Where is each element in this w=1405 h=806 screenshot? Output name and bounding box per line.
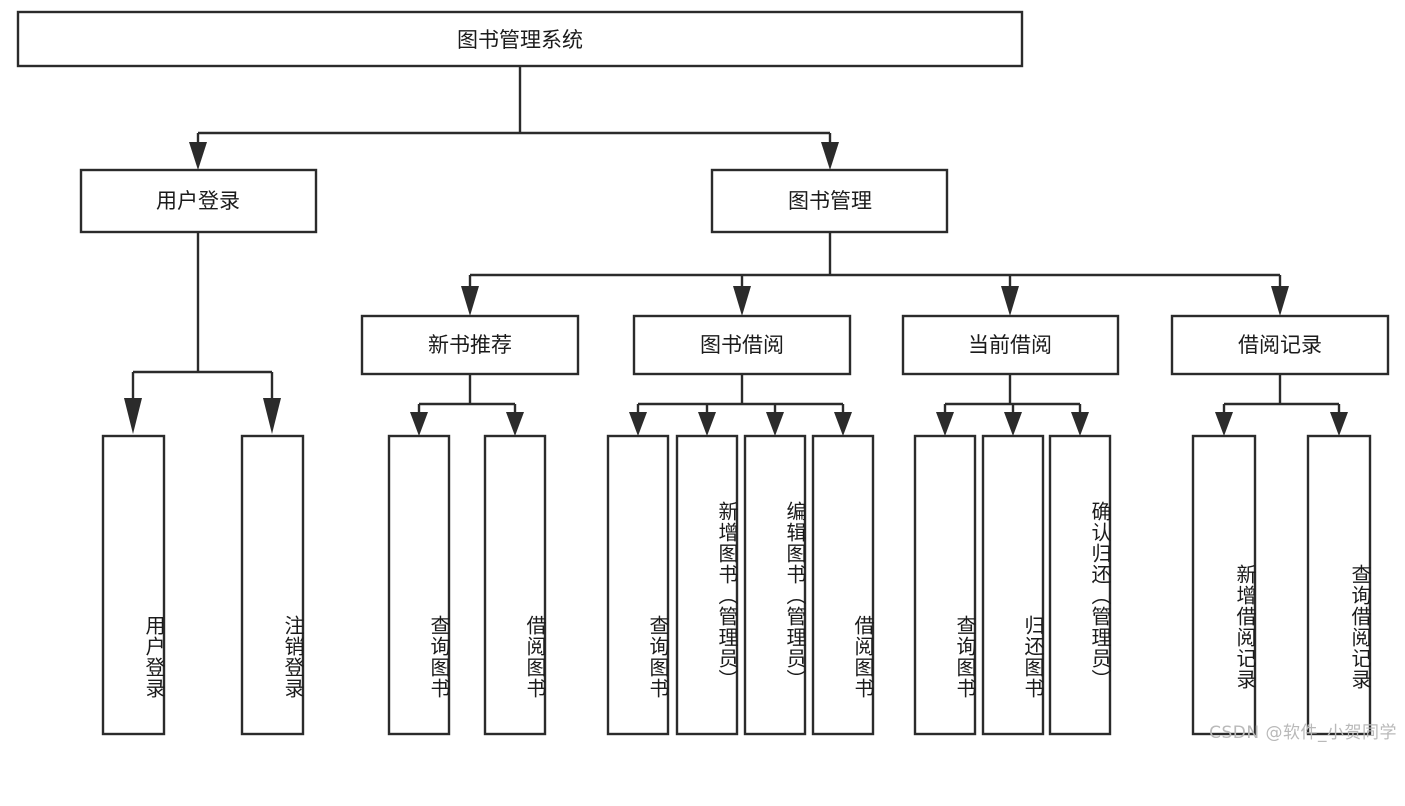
node-new-book-recommend-label: 新书推荐 <box>428 333 512 357</box>
node-root-label: 图书管理系统 <box>457 28 583 52</box>
diagram-canvas: 图书管理系统 用户登录 图书管理 新书推荐 图书借阅 当前借阅 借阅记录 <box>16 10 1397 743</box>
leaf-box-user-login-1[interactable] <box>240 434 305 736</box>
node-user-login[interactable]: 用户登录 <box>79 168 318 234</box>
leaf-box-book-borrow-2[interactable] <box>743 434 807 736</box>
leaf-box-current-borrow-2[interactable] <box>1048 434 1112 736</box>
node-book-management[interactable]: 图书管理 <box>710 168 949 234</box>
node-current-borrow-label: 当前借阅 <box>968 333 1052 357</box>
node-book-borrow[interactable]: 图书借阅 <box>632 314 852 376</box>
leaf-box-book-borrow-3[interactable] <box>811 434 875 736</box>
connector-userlogin-to-leaves <box>124 232 281 434</box>
connector-bookborrow-to-leaves <box>629 374 852 436</box>
connector-newbook-to-leaves <box>410 374 524 436</box>
connector-currentborrow-to-leaves <box>936 374 1089 436</box>
leaf-box-new-book-1[interactable] <box>483 434 547 736</box>
leaf-box-borrow-record-1[interactable] <box>1306 434 1372 736</box>
leaf-box-new-book-0[interactable] <box>387 434 451 736</box>
diagram-svg: 图书管理系统 用户登录 图书管理 新书推荐 图书借阅 当前借阅 借阅记录 <box>16 10 1390 736</box>
node-borrow-record[interactable]: 借阅记录 <box>1170 314 1390 376</box>
connector-borrowrecord-to-leaves <box>1215 374 1348 436</box>
connector-root-to-level2 <box>189 66 839 170</box>
leaf-box-user-login-0[interactable] <box>101 434 166 736</box>
connector-bookmgmt-to-level3 <box>461 232 1289 316</box>
leaf-box-borrow-record-0[interactable] <box>1191 434 1257 736</box>
leaf-box-current-borrow-0[interactable] <box>913 434 977 736</box>
node-new-book-recommend[interactable]: 新书推荐 <box>360 314 580 376</box>
node-book-management-label: 图书管理 <box>788 189 872 213</box>
leaf-box-book-borrow-0[interactable] <box>606 434 670 736</box>
node-borrow-record-label: 借阅记录 <box>1238 333 1322 357</box>
leaf-box-book-borrow-1[interactable] <box>675 434 739 736</box>
leaf-box-current-borrow-1[interactable] <box>981 434 1045 736</box>
node-current-borrow[interactable]: 当前借阅 <box>901 314 1120 376</box>
csdn-watermark: CSDN @软件_小贺同学 <box>1209 723 1397 743</box>
node-book-borrow-label: 图书借阅 <box>700 333 784 357</box>
node-user-login-label: 用户登录 <box>156 189 240 213</box>
node-root-library-system[interactable]: 图书管理系统 <box>16 10 1024 68</box>
